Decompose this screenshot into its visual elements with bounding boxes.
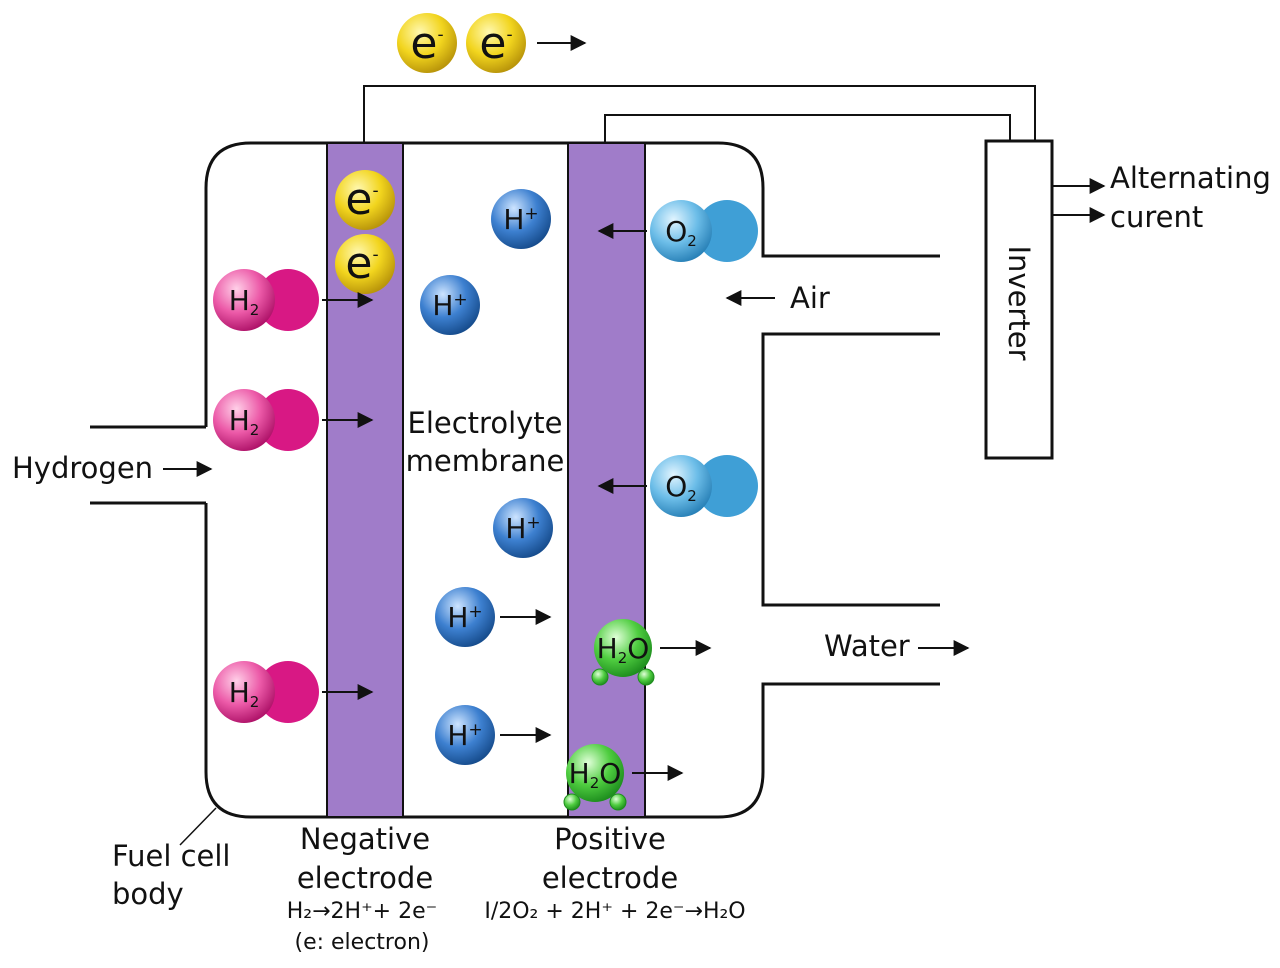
svg-text:H2: H2 [229,404,260,439]
positive-electrode-equation: I/2O₂ + 2H⁺ + 2e⁻→H₂O [484,899,745,924]
positive-electrode-label-1: Positive [554,822,666,856]
svg-text:H2: H2 [229,676,260,711]
proton-1: H+ [491,189,551,249]
electron-top-2: e- [466,13,526,73]
inverter-label: Inverter [1002,246,1036,361]
svg-text:e-: e- [410,18,443,69]
proton-4: H+ [435,587,552,647]
positive-electrode [567,142,646,818]
svg-text:H+: H+ [432,289,467,322]
air-label: Air [790,281,830,315]
fuel-cell-leader-line [179,807,217,846]
svg-text:H2O: H2O [569,757,622,792]
water-molecule-2: H2O [563,744,684,811]
svg-text:H+: H+ [505,512,540,545]
electron-2: e- [335,234,395,294]
electrolyte-label-1: Electrolyte [408,406,563,440]
hydrogen-molecule-1: H2 [213,269,374,331]
svg-text:H+: H+ [447,719,482,752]
electron-symbol: e [479,18,506,69]
inverter-box [984,139,1054,460]
water-molecule-1: H2O [591,619,712,686]
svg-text:e-: e- [345,238,378,289]
electron-1: e- [335,170,395,230]
svg-text:e-: e- [345,174,378,225]
negative-electrode-label-2: electrode [297,861,433,895]
svg-text:H+: H+ [447,601,482,634]
negative-electrode-equation: H₂→2H⁺+ 2e⁻ [287,899,438,924]
alternating-label: Alternating [1110,161,1271,195]
svg-text:O2: O2 [665,215,697,250]
oxygen-molecule-2: O2 [597,455,758,517]
fuel-cell-label-1: Fuel cell [112,839,231,873]
oxygen-molecule-1: O2 [597,200,758,262]
hydrogen-label: Hydrogen [12,451,153,485]
electron-note: (e: electron) [295,930,430,955]
water-label: Water [824,629,910,663]
svg-text:H2O: H2O [597,632,650,667]
electron-symbol: e [410,18,437,69]
proton-3: H+ [493,498,553,558]
fuel-cell-body [90,141,940,819]
current-label: curent [1110,200,1203,234]
svg-text:O2: O2 [665,470,697,505]
proton-2: H+ [420,275,480,335]
hydrogen-molecule-2: H2 [213,389,374,451]
svg-text:e-: e- [479,18,512,69]
hydrogen-molecule-3: H2 [213,661,374,723]
svg-text:H+: H+ [503,203,538,236]
proton-5: H+ [435,705,552,765]
electron-top-1: e- [397,13,457,73]
electrolyte-label-2: membrane [406,444,565,478]
svg-text:H2: H2 [229,284,260,319]
external-circuit [363,85,1043,185]
fuel-cell-label-2: body [112,877,184,911]
negative-electrode-label-1: Negative [300,822,430,856]
positive-electrode-label-2: electrode [542,861,678,895]
